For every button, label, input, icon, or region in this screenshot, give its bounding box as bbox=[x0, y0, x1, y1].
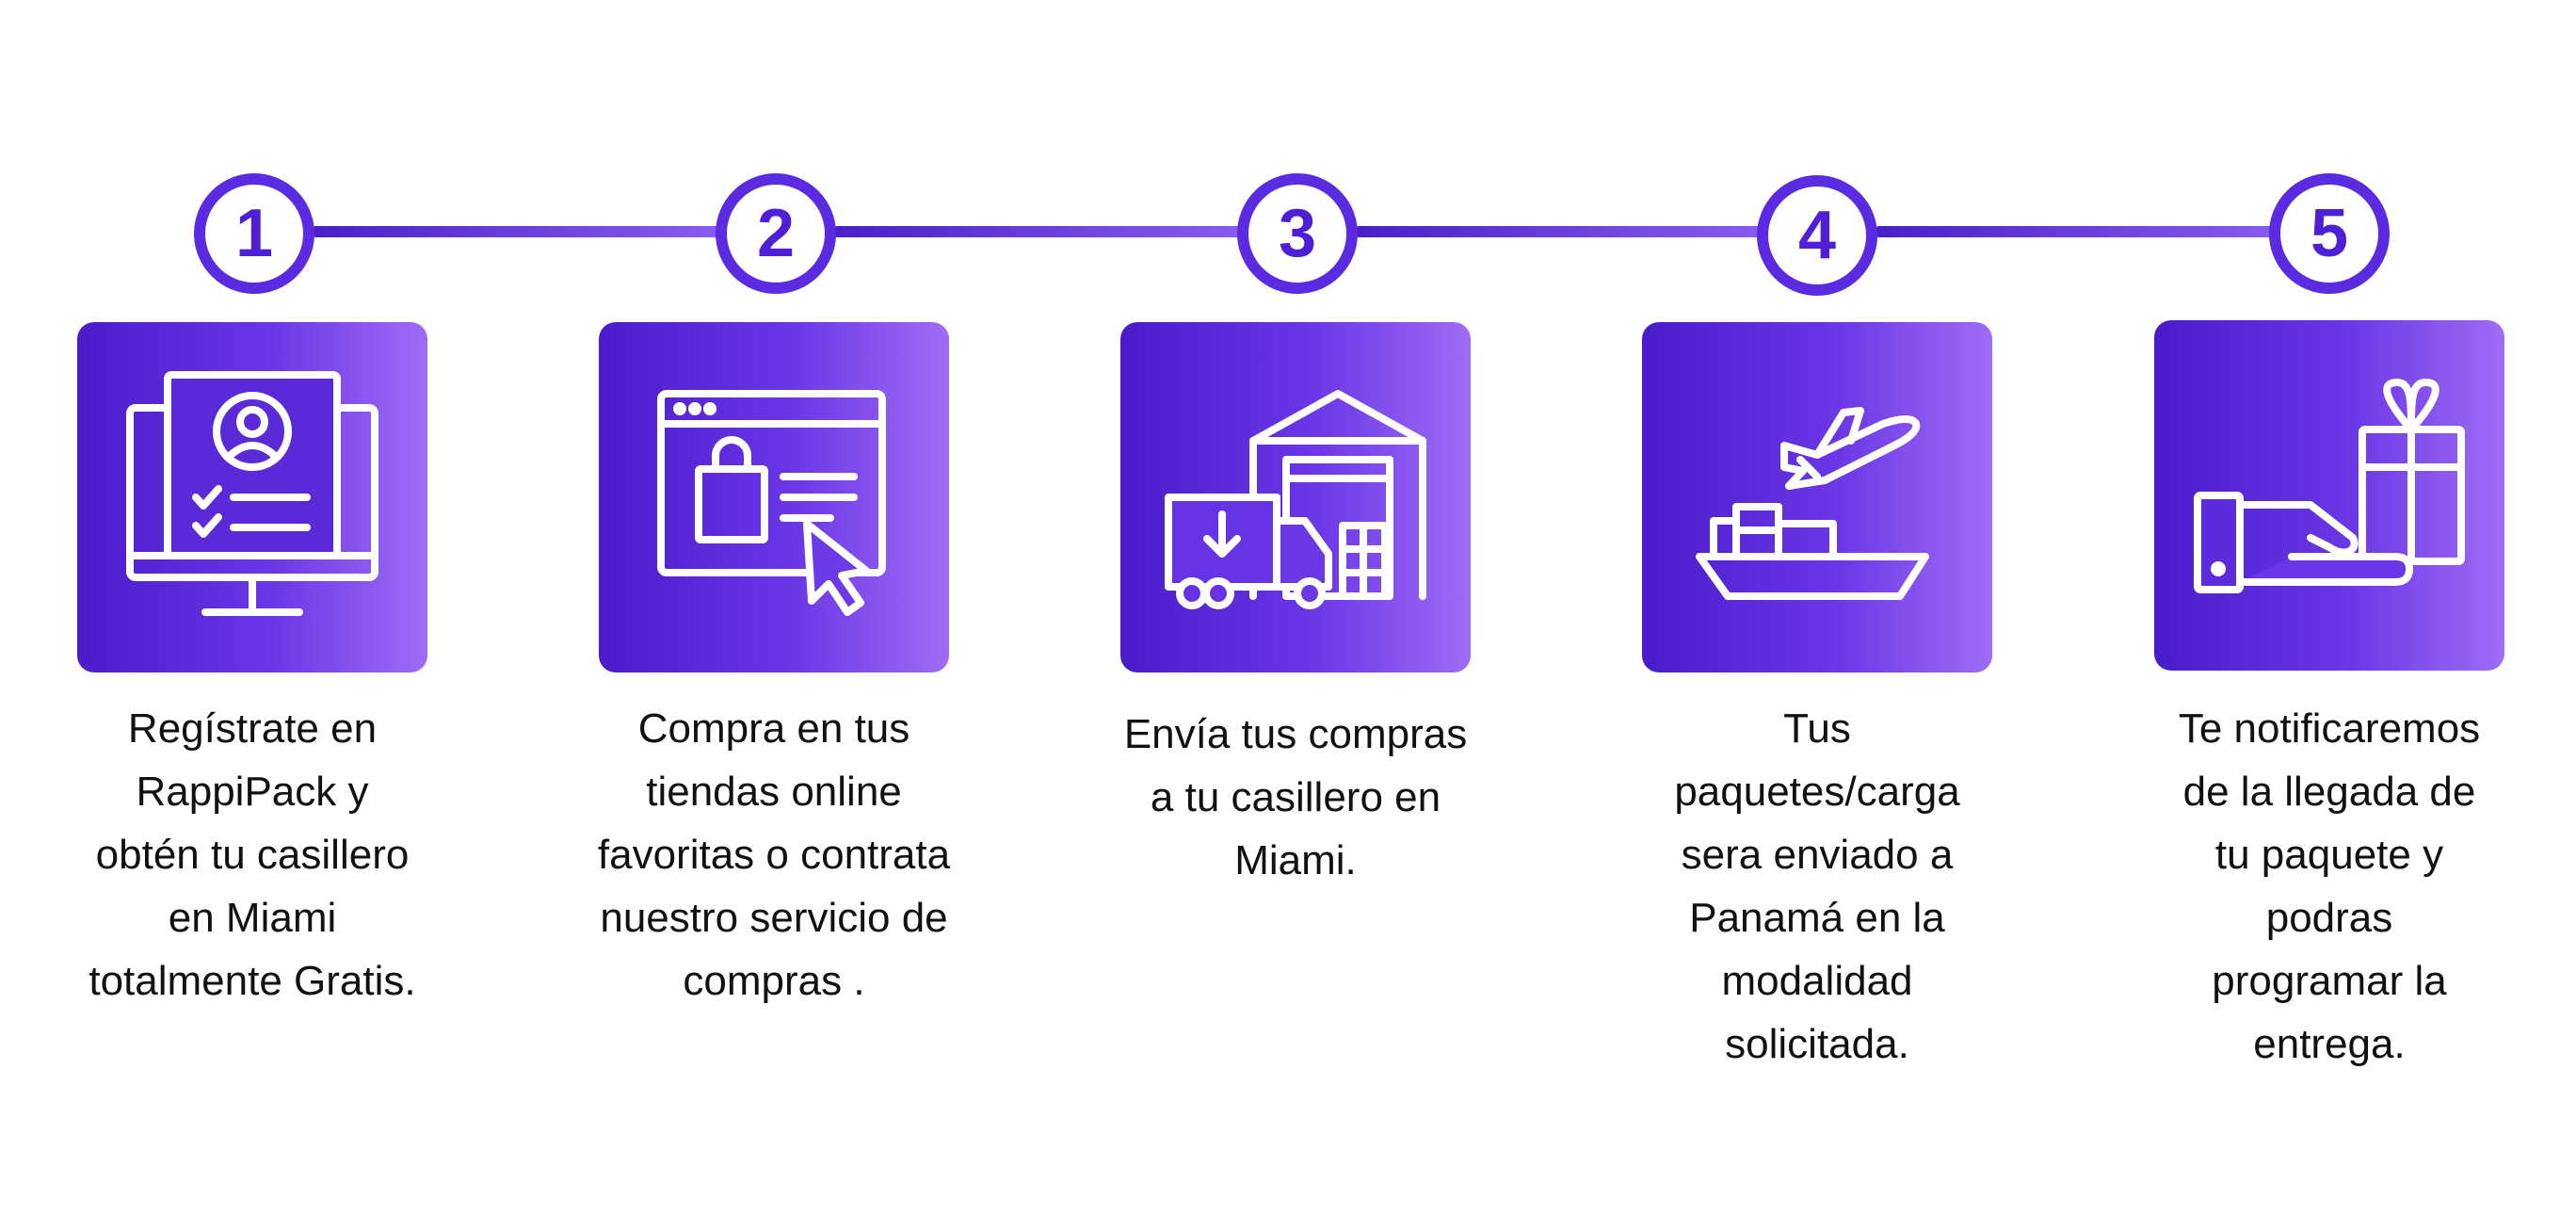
step-card-3 bbox=[1120, 322, 1471, 672]
hand-gift-delivery-icon bbox=[2194, 379, 2465, 593]
connector-line-2-3 bbox=[832, 226, 1247, 237]
step-card-1 bbox=[77, 322, 427, 672]
step-number-5: 5 bbox=[2269, 173, 2390, 294]
step-number-2: 2 bbox=[716, 173, 836, 294]
step-description-5: Te notificaremos de la llegada de tu paq… bbox=[2178, 705, 2481, 1067]
step-description-4: Tus paquetes/carga sera enviado a Panamá… bbox=[1674, 705, 1960, 1067]
airplane-ship-cargo-icon bbox=[1696, 407, 1929, 600]
online-shopping-browser-icon bbox=[657, 390, 886, 616]
delivery-truck-warehouse-icon bbox=[1165, 390, 1426, 609]
step-number-3: 3 bbox=[1237, 173, 1358, 294]
monitor-user-profile-icon bbox=[126, 371, 378, 616]
step-number-4: 4 bbox=[1757, 175, 1877, 296]
step-description-2: Compra en tus tiendas online favoritas o… bbox=[597, 705, 951, 1004]
connector-line-4-5 bbox=[1874, 226, 2288, 237]
connector-line-3-4 bbox=[1354, 226, 1768, 237]
step-card-4 bbox=[1642, 322, 1992, 672]
step-card-2 bbox=[599, 322, 949, 672]
step-number-1: 1 bbox=[194, 173, 314, 294]
connector-line-1-2 bbox=[311, 226, 725, 237]
step-card-5 bbox=[2154, 320, 2504, 671]
step-description-3: Envía tus compras a tu casillero en Miam… bbox=[1123, 711, 1468, 883]
step-description-1: Regístrate en RappiPack y obtén tu casil… bbox=[89, 705, 416, 1004]
